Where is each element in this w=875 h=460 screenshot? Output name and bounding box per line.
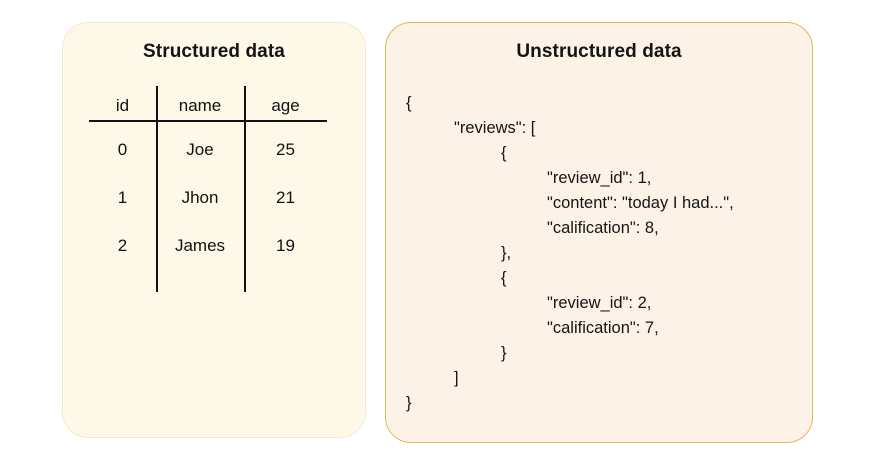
table-body: 0 Joe 25 1 Jhon 21 2 James 19 — [89, 126, 327, 270]
table-column-divider-2 — [244, 86, 246, 292]
json-line: "review_id": 2, — [547, 294, 652, 312]
structured-panel-title: Structured data — [143, 41, 285, 62]
json-line: { — [501, 144, 507, 162]
json-line: { — [406, 94, 412, 112]
unstructured-data-panel: Unstructured data { "reviews": [ { "review_… — [385, 22, 813, 443]
cell-age: 21 — [276, 188, 295, 207]
json-line: "reviews": [ — [454, 119, 536, 137]
column-header-age: age — [271, 96, 300, 115]
table-row: 2 James 19 — [89, 222, 327, 270]
json-line: ] — [454, 369, 459, 387]
table-header: id name age — [89, 86, 327, 126]
json-line: "review_id": 1, — [547, 169, 652, 187]
cell-name: Jhon — [181, 188, 219, 207]
json-code-block: { "reviews": [ { "review_id": 1, "content": … — [406, 91, 734, 416]
cell-name: James — [174, 236, 226, 255]
json-line: { — [501, 269, 507, 287]
structured-data-table: id name age 0 Joe 25 1 Jhon 21 2 — [89, 86, 327, 270]
structured-table-wrapper: id name age 0 Joe 25 1 Jhon 21 2 — [89, 86, 327, 316]
json-line: }, — [501, 244, 512, 262]
table-column-divider-1 — [156, 86, 158, 292]
json-line: "content": "today I had...", — [547, 194, 734, 212]
table-row: 1 Jhon 21 — [89, 174, 327, 222]
json-line: "calification": 7, — [547, 319, 659, 337]
table-header-rule — [89, 120, 327, 122]
json-line: } — [406, 394, 412, 412]
table-row: 0 Joe 25 — [89, 126, 327, 174]
column-header-name: name — [178, 96, 222, 115]
json-line: } — [501, 344, 507, 362]
table-header-row: id name age — [89, 86, 327, 126]
cell-age: 19 — [276, 236, 295, 255]
column-header-id: id — [115, 96, 130, 115]
json-line: "calification": 8, — [547, 219, 659, 237]
cell-id: 2 — [117, 236, 128, 255]
cell-id: 0 — [117, 140, 128, 159]
cell-age: 25 — [276, 140, 295, 159]
unstructured-panel-title: Unstructured data — [516, 41, 682, 62]
structured-data-panel: Structured data id name age 0 Joe 25 — [62, 22, 366, 438]
cell-name: Joe — [186, 140, 214, 159]
cell-id: 1 — [117, 188, 128, 207]
